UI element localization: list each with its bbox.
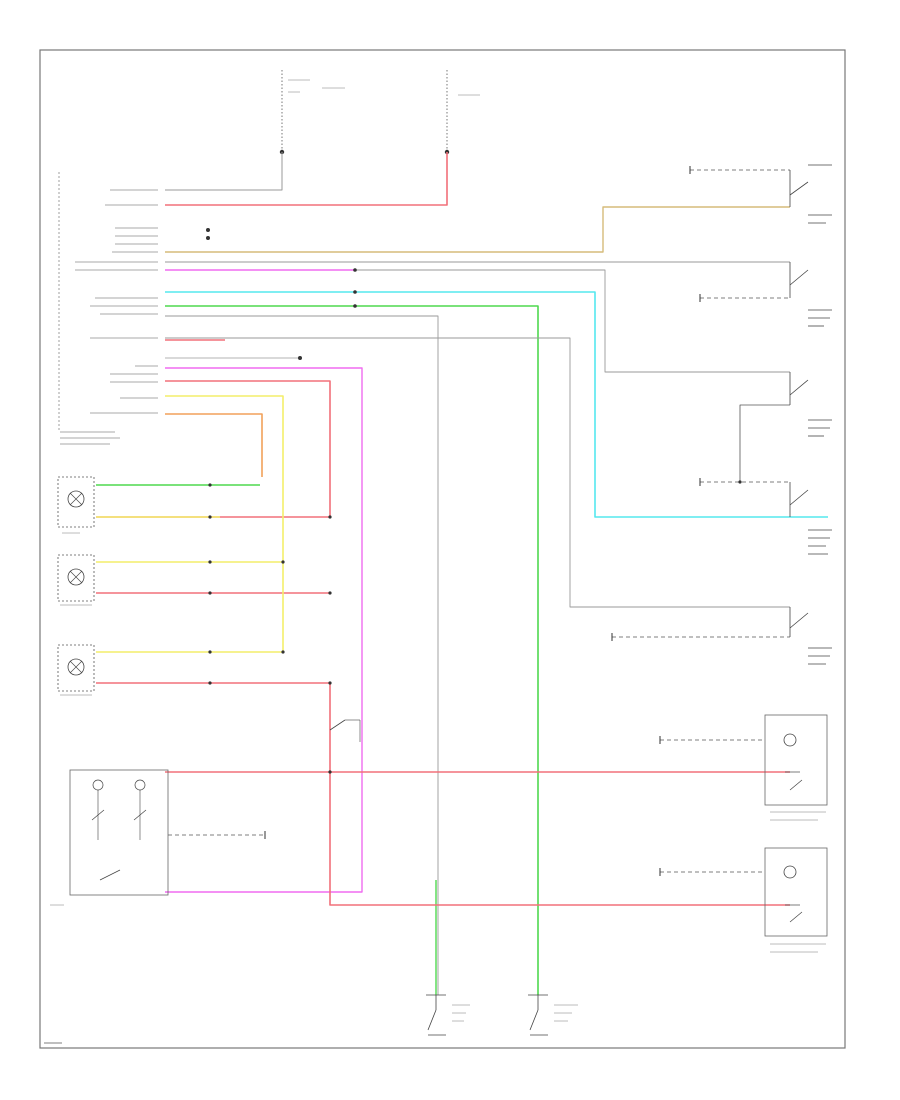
- passenger-door-switch: [528, 994, 578, 1036]
- ground-symbols: [264, 166, 701, 876]
- wire-gray-driver-center: [165, 315, 439, 995]
- wires: [96, 152, 828, 995]
- junctions: [206, 228, 742, 774]
- driver-step-lamp: [57, 644, 95, 696]
- footwell-lamp: [57, 476, 95, 534]
- rear-door-switch-left: [789, 372, 832, 437]
- fuse-left: [279, 70, 345, 155]
- driver-door-lock-switch: [789, 482, 832, 555]
- trunk-switch: [789, 607, 832, 665]
- driver-door-switch: [426, 994, 470, 1036]
- relay-switch: [329, 719, 361, 742]
- wire-red-main: [96, 380, 331, 518]
- rear-door-switch-right: [789, 262, 832, 327]
- wire-yellow: [96, 395, 284, 653]
- wire-gray-trunk: [165, 337, 790, 608]
- right-vanity-lamp: [764, 714, 828, 821]
- passenger-step-lamp: [57, 554, 95, 606]
- diagram-frame: [39, 49, 846, 1049]
- wire-gray-rear-door: [739, 404, 790, 482]
- wire-gray-fuse-left: [165, 152, 283, 191]
- map-lamp: [50, 769, 169, 906]
- control-unit-pin-labels: [60, 189, 158, 445]
- wire-cyan-driver-door: [165, 291, 828, 518]
- wire-tan-push-button: [165, 206, 790, 253]
- wire-magenta-long: [165, 367, 363, 893]
- fuse-right: [444, 70, 480, 155]
- wire-red-fuse-right: [165, 152, 448, 206]
- left-vanity-lamp: [764, 847, 828, 953]
- push-button-switch: [789, 164, 832, 224]
- right-switches: [789, 164, 832, 665]
- wire-orange: [165, 413, 263, 477]
- wire-red-driver-foot: [96, 682, 790, 906]
- wire-green-passenger: [165, 305, 539, 995]
- wire-gray-right-upper: [355, 269, 790, 373]
- control-unit: [58, 172, 158, 445]
